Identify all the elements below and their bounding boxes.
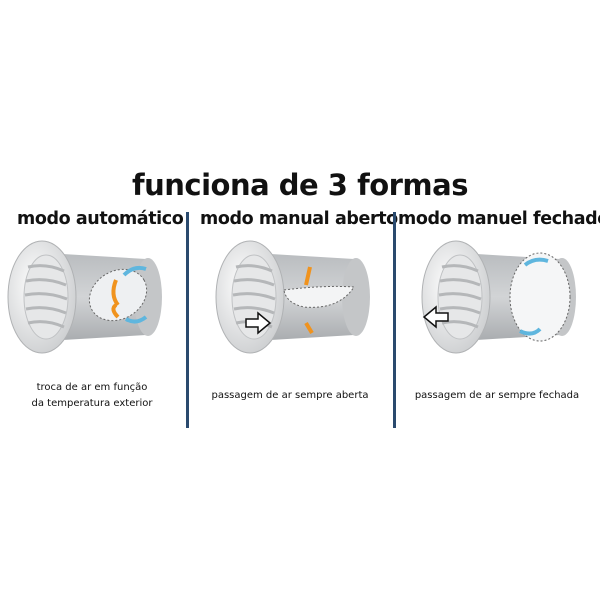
vent-automatic-illustration	[6, 239, 164, 355]
blue-rotate-arrow-icon	[122, 265, 147, 277]
caption-modo-automatico: troca de ar em função da temperatura ext…	[17, 380, 167, 412]
caption-line: passagem de ar sempre aberta	[211, 390, 369, 401]
page-title: funciona de 3 formas	[132, 168, 468, 202]
blue-rotate-arrow-icon	[523, 257, 549, 267]
heading-modo-manuel-fechado: modo manuel fechado	[398, 209, 600, 229]
column-divider	[393, 212, 396, 428]
caption-line: passagem de ar sempre fechada	[414, 390, 580, 401]
vent-manual-open-illustration	[214, 239, 372, 355]
orange-arrow-icon	[111, 279, 120, 307]
caption-modo-manuel-fechado: passagem de ar sempre fechada	[407, 388, 587, 404]
air-flow-in-arrow-icon	[245, 311, 272, 335]
column-divider	[186, 212, 189, 428]
air-flow-blocked-arrow-icon	[422, 305, 449, 329]
heading-modo-manual-aberto: modo manual aberto	[200, 209, 398, 229]
orange-arrow-icon	[304, 266, 312, 286]
vent-manual-closed-illustration	[420, 239, 578, 355]
heading-modo-automatico: modo automático	[17, 209, 184, 229]
caption-modo-manual-aberto: passagem de ar sempre aberta	[200, 388, 380, 404]
caption-line: da temperatura exterior	[31, 398, 153, 409]
caption-line: troca de ar em função	[36, 382, 148, 393]
